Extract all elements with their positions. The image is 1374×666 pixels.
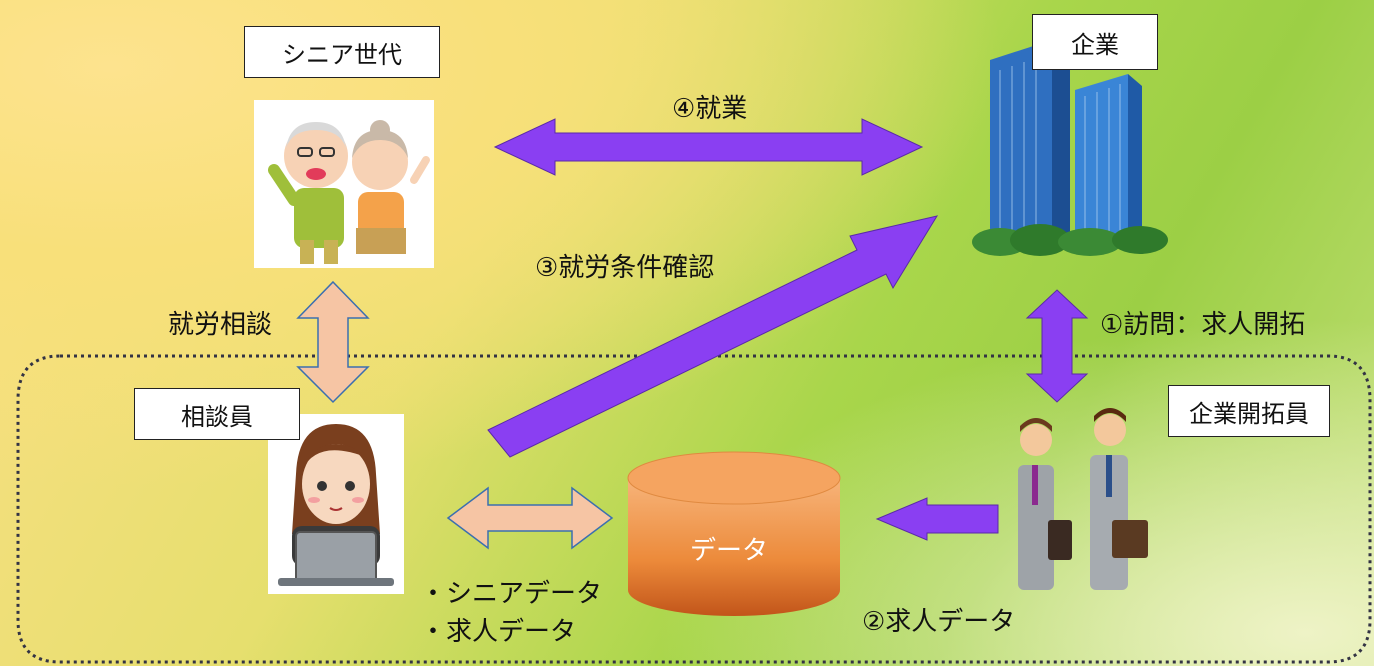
senior-label: シニア世代 [244,26,440,78]
business-developers-icon [1018,408,1148,590]
database-cylinder [627,451,841,616]
database-label: データ [690,536,769,566]
developer-label: 企業開拓員 [1168,385,1330,437]
consultation-label: 就労相談 [168,310,273,340]
senior-couple-illustration [254,100,434,268]
conditions-label: ③就労条件確認 [535,253,715,283]
company-label: 企業 [1032,14,1158,70]
employment-label: ④就業 [672,94,748,124]
counselor-label: 相談員 [134,388,300,440]
employment-arrow [493,118,924,176]
visit-label: ①訪問：求人開拓 [1100,310,1306,340]
conditions-arrow [487,215,939,458]
job-data-label: ②求人データ [862,607,1016,637]
counselor-illustration [268,414,404,594]
job-data-arrow [875,497,999,541]
consultation-arrow [296,280,370,404]
counselor-area-boundary [16,354,1372,664]
data-item-senior: ・シニアデータ [420,579,603,609]
company-building-icon [972,40,1168,256]
data-exchange-arrow [446,486,614,550]
visit-arrow [1025,289,1089,403]
data-item-job: ・求人データ [420,617,577,647]
